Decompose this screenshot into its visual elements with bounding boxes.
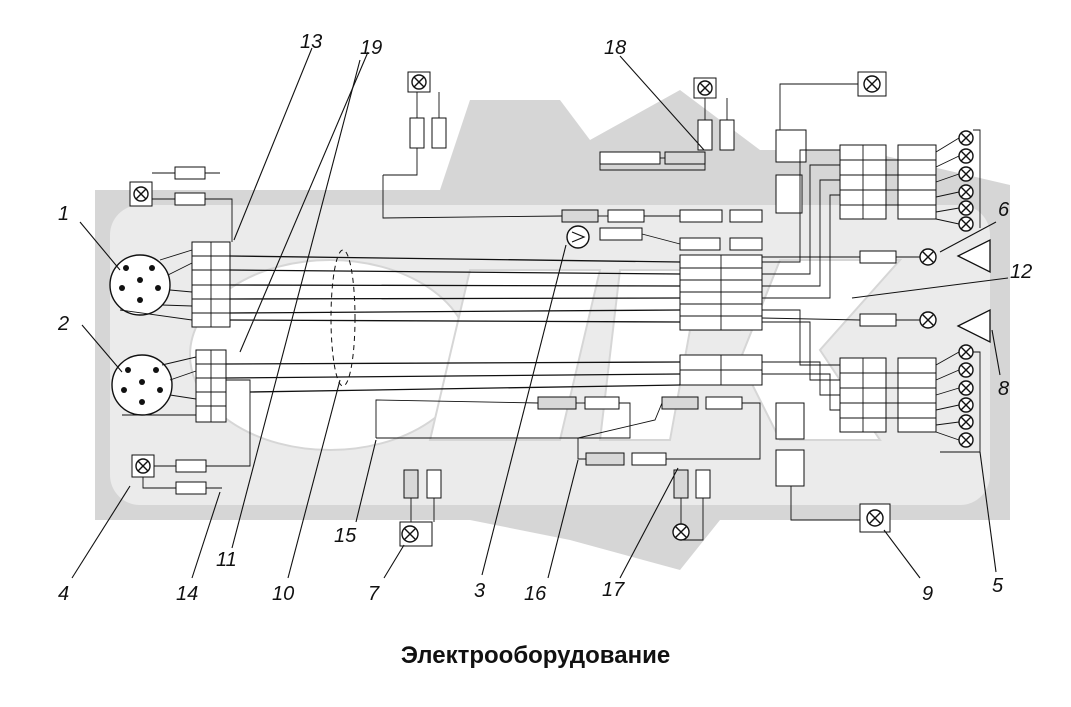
callout-3: 3 <box>474 580 485 602</box>
callout-5: 5 <box>992 575 1004 597</box>
callout-13: 13 <box>300 31 322 53</box>
callout-numbers: 1 2 3 4 5 6 7 8 9 10 11 12 13 14 15 16 1… <box>57 31 1032 605</box>
lamp-left-top <box>129 166 233 242</box>
callout-4: 4 <box>58 583 69 605</box>
motor-3 <box>566 225 590 249</box>
terminal-block-left-lower <box>195 349 227 423</box>
callout-10: 10 <box>272 583 294 605</box>
lamp-8 <box>859 308 991 344</box>
upper-connectors <box>382 151 763 251</box>
harness-wires-left <box>119 249 197 416</box>
connector-2 <box>111 354 173 416</box>
callout-19: 19 <box>360 37 382 59</box>
lamp-top-right <box>693 77 735 151</box>
lamp-7 <box>399 469 442 547</box>
callout-9: 9 <box>922 583 933 605</box>
callout-16: 16 <box>524 583 547 605</box>
callout-1: 1 <box>58 203 69 225</box>
lamp-4 <box>131 379 251 495</box>
lamp-17 <box>672 469 711 541</box>
callout-17: 17 <box>602 579 625 601</box>
lamp-top-far-right <box>779 71 887 130</box>
lamp-column-lower <box>935 344 981 453</box>
wiring-diagram: 1 2 3 4 5 6 7 8 9 10 11 12 13 14 15 16 1… <box>57 31 1032 605</box>
lower-connectors <box>375 396 761 466</box>
callout-14: 14 <box>176 583 198 605</box>
lamp-6 <box>859 238 991 274</box>
diagram-caption: Электрооборудование <box>400 642 671 669</box>
callout-15: 15 <box>334 525 357 547</box>
lamp-top-left <box>383 71 447 176</box>
callout-11: 11 <box>216 549 237 571</box>
lamp-9 <box>859 503 891 533</box>
callout-8: 8 <box>998 378 1009 400</box>
connector-1 <box>109 254 171 316</box>
callout-leaders <box>71 47 1009 579</box>
relay-block-right-upper <box>775 129 937 220</box>
central-terminal-block <box>679 254 763 386</box>
callout-6: 6 <box>998 199 1010 221</box>
lamp-column-upper <box>935 129 981 232</box>
right-wiring <box>761 149 861 521</box>
relay-block-right-lower <box>775 357 937 487</box>
terminal-block-left-upper <box>191 241 231 328</box>
callout-7: 7 <box>368 583 380 605</box>
callout-2: 2 <box>57 313 69 335</box>
callout-18: 18 <box>604 37 626 59</box>
callout-12: 12 <box>1010 261 1032 283</box>
